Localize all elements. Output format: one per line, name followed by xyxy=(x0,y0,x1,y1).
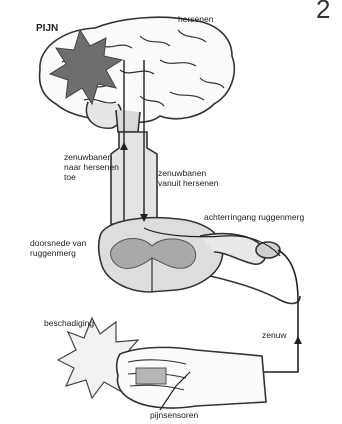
tracts-to-brain-label: zenuwbanen naar hersenen toe xyxy=(64,152,119,182)
corner-mark: 2 xyxy=(316,0,330,22)
dorsal-root-ganglion xyxy=(256,242,280,258)
tracts-from-brain-label: zenuwbanen vanuit hersenen xyxy=(158,168,219,188)
dorsal-horn-label: achterringang ruggenmerg xyxy=(204,212,304,222)
nerve-arrow-up xyxy=(294,336,302,344)
brain-label: hersenen xyxy=(178,14,213,24)
cross-section-label: doorsnede van ruggenmerg xyxy=(30,238,86,258)
pain-sensors-label: pijnsensoren xyxy=(150,410,198,420)
spinal-cord-cross-section xyxy=(99,218,223,292)
pain-receptor-area xyxy=(136,368,166,384)
nerve-label: zenuw xyxy=(262,330,287,340)
hand-illustration xyxy=(117,347,266,408)
damage-label: beschadiging xyxy=(44,318,94,328)
pain-label: PIJN xyxy=(36,24,58,34)
